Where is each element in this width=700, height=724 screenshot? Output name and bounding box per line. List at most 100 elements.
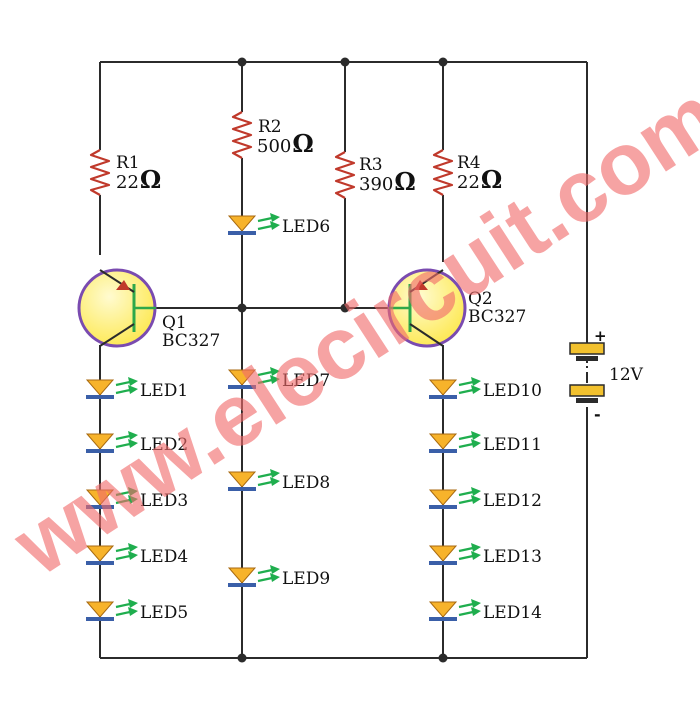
- led-label: LED11: [483, 435, 542, 455]
- q2-transistor: Q2 BC327: [387, 268, 526, 348]
- light-arrow-head: [128, 487, 138, 496]
- light-arrow-head: [471, 385, 481, 394]
- led-triangle: [428, 601, 458, 618]
- r4-value: 22Ω: [457, 165, 502, 194]
- led-13: LED13: [427, 543, 542, 567]
- q2-collector-lead: [409, 323, 444, 347]
- light-arrow-head: [270, 375, 280, 384]
- r4-name: R4: [457, 153, 481, 173]
- led-cathode-bar: [228, 231, 256, 235]
- led-cathode-bar: [429, 505, 457, 509]
- led-cathode-bar: [86, 617, 114, 621]
- r3-name: R3: [359, 155, 383, 175]
- led-triangle: [227, 567, 257, 584]
- led-3: LED3: [84, 487, 188, 511]
- light-arrow-head: [128, 607, 138, 616]
- junctions: [237, 57, 448, 663]
- led-9: LED9: [226, 565, 330, 589]
- led-cathode-bar: [228, 487, 256, 491]
- led-cathode-bar: [86, 505, 114, 509]
- junction-dot: [438, 57, 448, 67]
- light-arrow-line: [458, 602, 474, 609]
- light-arrow-line: [257, 568, 273, 575]
- led-cathode-bar: [86, 449, 114, 453]
- light-arrow-line: [458, 498, 474, 505]
- junction-dot: [237, 653, 247, 663]
- r2-name: R2: [258, 117, 282, 137]
- light-arrow-line: [458, 610, 474, 617]
- led-label: LED5: [140, 603, 188, 623]
- led-cathode-bar: [429, 395, 457, 399]
- led-14: LED14: [427, 599, 542, 623]
- r4-resistor: [432, 149, 454, 196]
- led-cathode-bar: [86, 395, 114, 399]
- light-arrow-line: [257, 216, 273, 223]
- r3-value: 390Ω: [359, 167, 416, 196]
- battery-minus-sign: -: [594, 405, 601, 424]
- battery-cell-top: [569, 342, 605, 355]
- led-label: LED10: [483, 381, 542, 401]
- led-triangle: [227, 215, 257, 232]
- light-arrow-line: [257, 378, 273, 385]
- light-arrow-head: [270, 477, 280, 486]
- junction-dot: [340, 303, 350, 313]
- q1-part: BC327: [162, 331, 220, 351]
- q1-emitter-arrow: [116, 280, 130, 290]
- light-arrow-line: [458, 554, 474, 561]
- light-arrow-line: [458, 388, 474, 395]
- light-arrow-head: [471, 439, 481, 448]
- light-arrow-head: [471, 543, 481, 552]
- light-arrow-line: [115, 498, 131, 505]
- r1-name: R1: [116, 153, 140, 173]
- led-7: LED7: [226, 367, 330, 391]
- light-arrow-line: [115, 546, 131, 553]
- r2-resistor: [231, 111, 253, 159]
- q1-collector-lead: [99, 323, 135, 347]
- led-8: LED8: [226, 469, 330, 493]
- led-label: LED9: [282, 569, 330, 589]
- light-arrow-head: [270, 221, 280, 230]
- r3-resistor: [334, 151, 356, 199]
- led-triangle: [85, 433, 115, 450]
- led-10: LED10: [427, 377, 542, 401]
- light-arrow-head: [128, 377, 138, 386]
- battery-plus-sign: +: [594, 327, 607, 345]
- led-triangle: [85, 601, 115, 618]
- led-triangle: [85, 379, 115, 396]
- light-arrow-line: [257, 224, 273, 231]
- light-arrow-line: [257, 480, 273, 487]
- battery-plate: [576, 356, 598, 361]
- led-label: LED13: [483, 547, 542, 567]
- light-arrow-head: [128, 495, 138, 504]
- battery-plate: [576, 398, 598, 403]
- led-label: LED12: [483, 491, 542, 511]
- led-cathode-bar: [429, 617, 457, 621]
- led-cathode-bar: [86, 561, 114, 565]
- light-arrow-head: [128, 439, 138, 448]
- battery: + - 12V: [569, 327, 644, 424]
- junction-dot: [438, 653, 448, 663]
- q2-name: Q2: [468, 289, 493, 309]
- junction-dot: [237, 57, 247, 67]
- light-arrow-line: [115, 610, 131, 617]
- led-label: LED4: [140, 547, 188, 567]
- light-arrow-line: [115, 442, 131, 449]
- light-arrow-head: [270, 367, 280, 376]
- light-arrow-head: [270, 565, 280, 574]
- led-cathode-bar: [228, 583, 256, 587]
- led-label: LED7: [282, 371, 330, 391]
- light-arrow-line: [115, 490, 131, 497]
- resistors: [89, 111, 454, 199]
- led-label: LED14: [483, 603, 542, 623]
- light-arrow-head: [471, 377, 481, 386]
- light-arrow-head: [471, 495, 481, 504]
- led-triangle: [428, 433, 458, 450]
- led-1: LED1: [84, 377, 188, 401]
- light-arrow-head: [128, 385, 138, 394]
- battery-voltage: 12V: [609, 365, 644, 385]
- led-label: LED2: [140, 435, 188, 455]
- led-6: LED6: [226, 213, 330, 237]
- q2-emitter-arrow: [414, 280, 428, 290]
